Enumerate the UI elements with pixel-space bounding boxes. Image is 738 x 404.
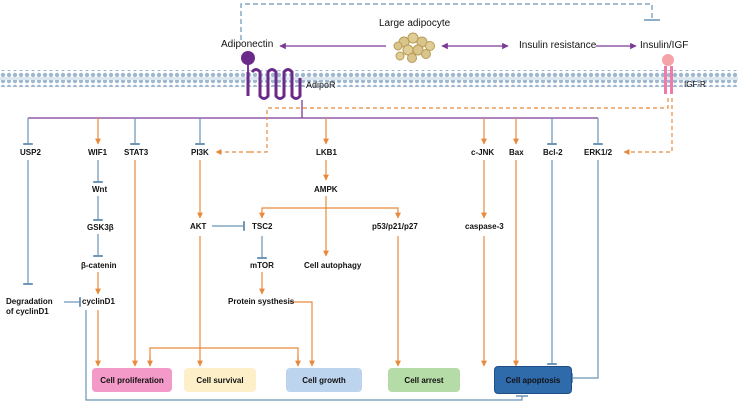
bcatenin-node: β-catenin [81,261,117,270]
insulin-igf-label: Insulin/IGF [640,40,689,51]
adipor-label: AdipoR [306,80,336,90]
tsc2-node: TSC2 [252,222,273,231]
igf-receptor-icon [662,54,674,94]
cell-proliferation-box: Cell proliferation [92,368,172,392]
bcl2-node: Bcl-2 [543,148,563,157]
cell-growth-box: Cell growth [286,368,362,392]
insulin-resistance-label: Insulin resistance [519,40,597,51]
gsk3b-node: GSK3β [87,223,114,232]
cyclind1-node: cyclinD1 [82,297,115,306]
adipor-receptor-icon [241,51,302,100]
adiponectin-label: Adiponectin [221,39,274,50]
degradation-label-line2: of cyclinD1 [6,307,49,316]
large-adipocyte-label: Large adipocyte [379,18,451,29]
igf-r-label: IGF-R [684,80,706,89]
feedback-dashed-line [240,3,653,40]
cjnk-node: c-JNK [471,148,495,157]
akt-node: AKT [190,222,207,231]
cell-membrane [0,70,738,87]
cell-apoptosis-box: Cell apoptosis [494,366,572,394]
degradation-label-line1: Degradation [6,297,53,306]
lkb1-node: LKB1 [316,148,337,157]
protein-synthesis-node: Protein systhesis [228,297,295,306]
erk12-node: ERK1/2 [584,148,613,157]
mtor-node: mTOR [250,261,274,270]
cell-arrest-box: Cell arrest [388,368,460,392]
cell-survival-box: Cell survival [184,368,256,392]
cell-autophagy-node: Cell autophagy [304,261,362,270]
wif1-node: WIF1 [88,148,108,157]
p53-node: p53/p21/p27 [372,222,418,231]
wnt-node: Wnt [92,185,108,194]
caspase3-node: caspase-3 [465,222,504,231]
pi3k-node: PI3K [191,148,209,157]
usp2-node: USP2 [20,148,41,157]
stat3-node: STAT3 [124,148,149,157]
adipocyte-icon [393,32,435,63]
ampk-node: AMPK [314,185,338,194]
bax-node: Bax [509,148,524,157]
